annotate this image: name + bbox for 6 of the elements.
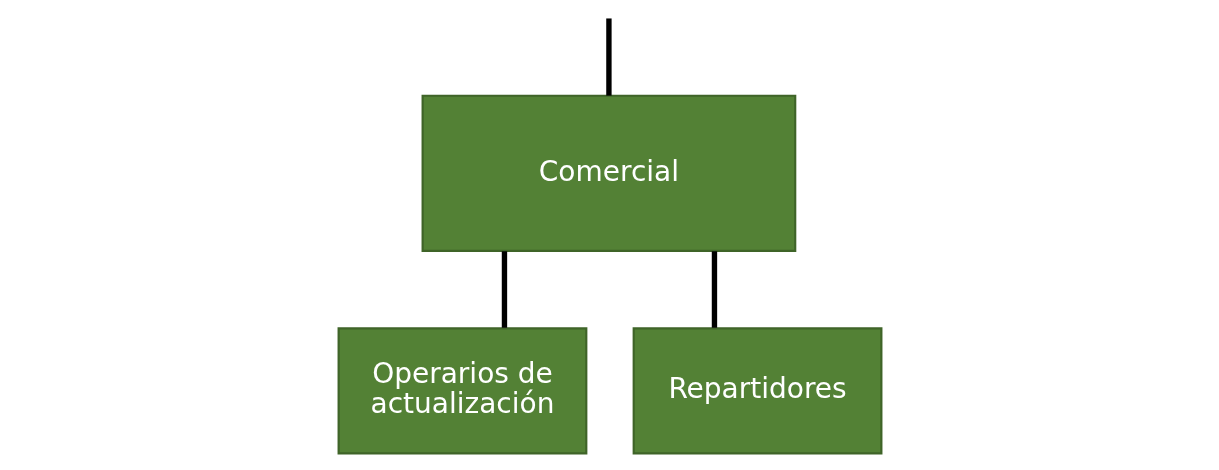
connector <box>501 251 507 328</box>
node-box: Operarios de actualización <box>337 327 587 455</box>
connector <box>605 18 612 96</box>
connector <box>711 251 717 328</box>
node-box: Comercial <box>421 94 796 252</box>
node-box: Repartidores <box>632 327 882 455</box>
